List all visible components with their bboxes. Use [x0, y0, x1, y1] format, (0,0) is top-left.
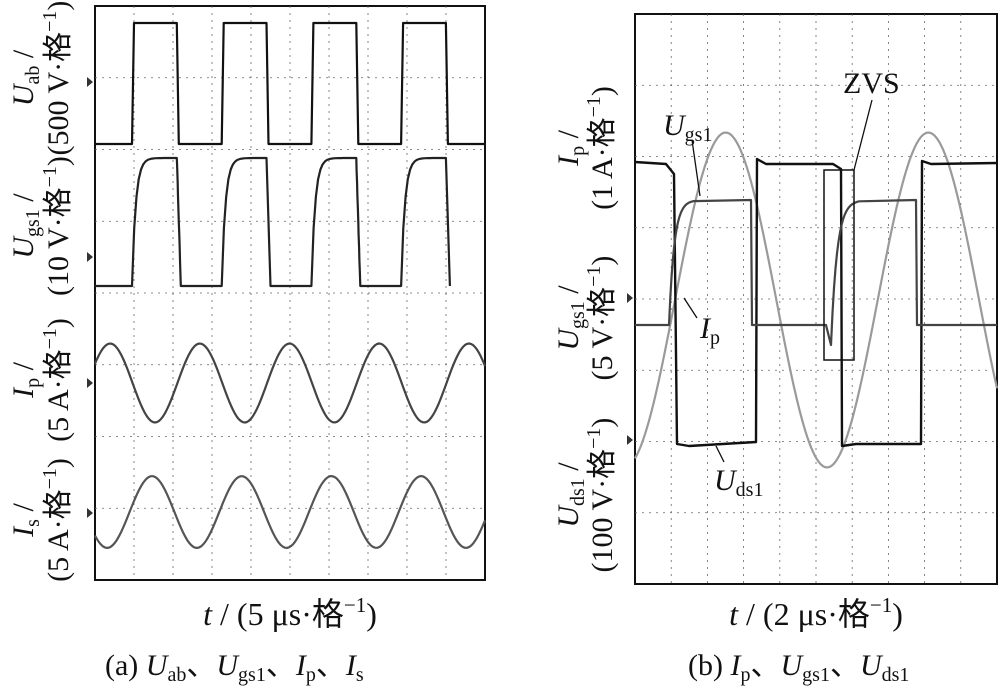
ylabel-b-uds1-unit: (100 V·格−1)	[583, 418, 619, 573]
ugs1-leader	[691, 139, 701, 197]
annotation-uds1: Uds1	[714, 464, 763, 501]
ylabel-b-ugs1-unit: (5 V·格−1)	[583, 256, 619, 381]
ylabel-ip: Ip /	[7, 361, 44, 399]
panel-a-markers	[87, 77, 93, 518]
trace-ip	[93, 342, 487, 424]
marker-ip	[87, 378, 93, 388]
trace-uab	[95, 21, 485, 146]
zvs-leader	[853, 99, 873, 171]
trace-b-ugs1	[635, 198, 997, 347]
ylabel-b-uds1: Uds1 /	[552, 462, 589, 528]
panel-a-traces	[93, 21, 487, 549]
panel-b-markers	[627, 293, 633, 445]
panel-a	[87, 5, 487, 581]
ylabel-b-ugs1: Ugs1 /	[552, 285, 589, 351]
annotation-ip: Ip	[699, 312, 720, 349]
caption-a: (a) Uab、Ugs1、Ip、Is	[105, 649, 364, 686]
zvs-box	[823, 169, 855, 361]
ip-leader	[683, 297, 698, 319]
panel-b-grid	[635, 14, 997, 584]
ylabel-uab-unit: (500 V·格−1)	[39, 1, 75, 156]
panel-b-ylabels: Ip / (1 A·格−1) Ugs1 / (5 V·格−1) Uds1 / (…	[552, 86, 619, 572]
panel-b	[627, 13, 999, 585]
panel-b-annotations: ZVS Ugs1 Ip Uds1	[663, 67, 900, 501]
marker-b-ugs1	[627, 293, 633, 303]
ylabel-b-ip-unit: (1 A·格−1)	[583, 86, 619, 210]
trace-is	[94, 475, 487, 549]
marker-uab	[87, 77, 93, 87]
annotation-zvs: ZVS	[843, 67, 900, 100]
marker-b-uds1	[627, 435, 633, 445]
marker-ugs1	[87, 252, 93, 262]
panel-a-ylabels: Uab / (500 V·格−1) Ugs1 / (10 V·格−1) Ip /…	[7, 1, 75, 582]
xlabel-a: t / (5 μs·格−1)	[203, 593, 377, 632]
panel-b-traces	[634, 131, 999, 469]
ylabel-ugs1: Ugs1 /	[7, 193, 44, 259]
ylabel-is: Is /	[7, 503, 44, 538]
trace-ugs1	[95, 156, 451, 288]
uds1-leader	[715, 445, 725, 463]
panel-a-grid	[95, 6, 485, 580]
ylabel-uab: Uab /	[7, 49, 44, 106]
annotation-ugs1: Ugs1	[663, 109, 712, 146]
caption-b: (b) Ip、Ugs1、Uds1	[688, 649, 909, 686]
ylabel-ugs1-unit: (10 V·格−1)	[39, 156, 75, 296]
ylabel-ip-unit: (5 A·格−1)	[39, 318, 75, 442]
trace-b-uds1	[634, 157, 998, 448]
ylabel-b-ip: Ip /	[552, 129, 589, 167]
ylabel-is-unit: (5 A·格−1)	[39, 458, 75, 582]
xlabel-b: t / (2 μs·格−1)	[729, 593, 903, 632]
marker-is	[87, 508, 93, 518]
captions: (a) Uab、Ugs1、Ip、Is (b) Ip、Ugs1、Uds1	[105, 649, 909, 686]
xlabels: t / (5 μs·格−1) t / (2 μs·格−1)	[203, 593, 903, 632]
